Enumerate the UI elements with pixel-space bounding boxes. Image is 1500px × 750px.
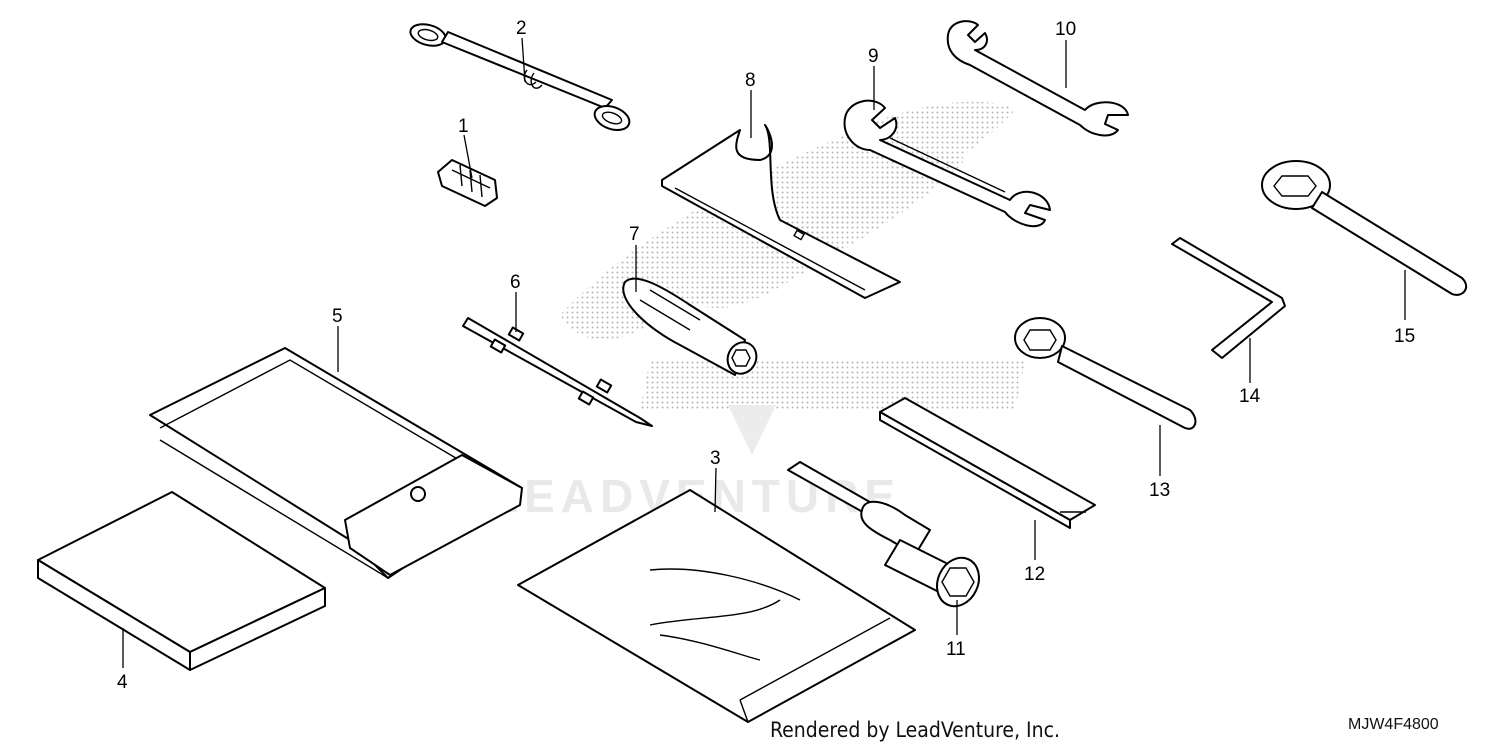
part-open-end-wrench-large (843, 99, 1051, 228)
part-box-wrench-large (1261, 160, 1468, 296)
part-manual (37, 491, 326, 671)
part-flat-bar (879, 397, 1096, 529)
leader-lines (122, 37, 1406, 668)
part-screwdriver-handle (622, 277, 758, 376)
callout-13: 13 (1149, 480, 1170, 501)
callout-8: 8 (745, 70, 756, 91)
callout-4: 4 (117, 672, 128, 693)
part-clip (437, 159, 498, 207)
callout-7: 7 (629, 224, 640, 245)
part-box-wrench-medium (1014, 317, 1197, 430)
part-open-end-wrench-small (946, 20, 1129, 137)
part-tool-bag (517, 489, 916, 723)
callout-labels: 1 2 3 4 5 6 7 8 9 10 11 12 13 14 15 (117, 18, 1415, 693)
callout-15: 15 (1394, 326, 1415, 347)
callout-3: 3 (710, 448, 721, 469)
part-ring-wrench (409, 23, 631, 132)
callout-5: 5 (332, 306, 343, 327)
callout-12: 12 (1024, 564, 1045, 585)
part-hex-key (1171, 237, 1286, 359)
callout-14: 14 (1239, 386, 1261, 407)
callout-11: 11 (946, 639, 966, 660)
part-spark-plug-wrench (787, 461, 980, 608)
callout-2: 2 (516, 18, 527, 39)
credit-line: Rendered by LeadVenture, Inc. (770, 718, 1060, 742)
callout-6: 6 (510, 272, 521, 293)
part-pin-spanner (661, 124, 901, 299)
callout-1: 1 (458, 116, 469, 137)
callout-9: 9 (868, 46, 879, 67)
callout-10: 10 (1055, 19, 1076, 40)
part-screwdriver-bit (462, 317, 653, 427)
part-tool-case (149, 347, 523, 579)
diagram-code: MJW4F4800 (1348, 716, 1439, 733)
